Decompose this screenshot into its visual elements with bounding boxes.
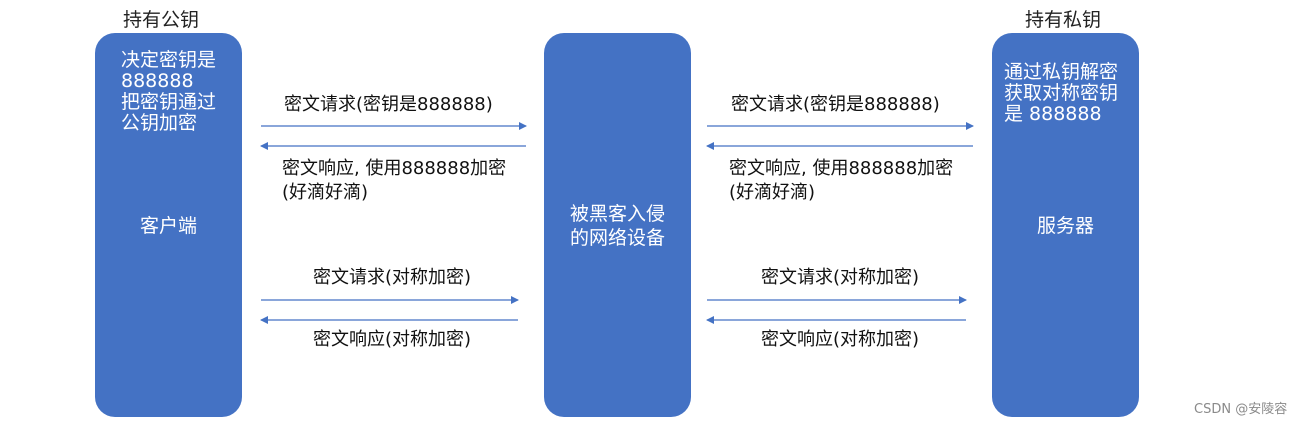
- attacker-label: 被黑客入侵 的网络设备: [569, 203, 665, 249]
- right-request-sym-label: 密文请求(对称加密): [761, 267, 920, 288]
- server-label: 服务器: [1036, 215, 1094, 237]
- left-response-key-label: 密文响应, 使用888888加密 (好滴好滴): [282, 158, 507, 203]
- client-label: 客户端: [139, 215, 197, 237]
- right-request-key-label: 密文请求(密钥是888888): [731, 94, 940, 115]
- client-caption: 持有公钥: [123, 9, 200, 31]
- server-note: 通过私钥解密 获取对称密钥 是 888888: [1004, 61, 1119, 125]
- left-request-sym-label: 密文请求(对称加密): [313, 267, 472, 288]
- right-response-sym-label: 密文响应(对称加密): [761, 329, 920, 350]
- client-note: 决定密钥是 888888 把密钥通过 公钥加密: [121, 49, 217, 134]
- client-box: 决定密钥是 888888 把密钥通过 公钥加密 客户端: [95, 33, 242, 417]
- left-request-key-label: 密文请求(密钥是888888): [284, 94, 493, 115]
- server-caption: 持有私钥: [1025, 9, 1102, 31]
- right-response-key-label: 密文响应, 使用888888加密 (好滴好滴): [729, 158, 954, 203]
- left-response-sym-label: 密文响应(对称加密): [313, 329, 472, 350]
- watermark: CSDN @安陵容: [1194, 402, 1288, 417]
- attacker-box: 被黑客入侵 的网络设备: [544, 33, 691, 417]
- server-box: 通过私钥解密 获取对称密钥 是 888888 服务器: [992, 33, 1139, 417]
